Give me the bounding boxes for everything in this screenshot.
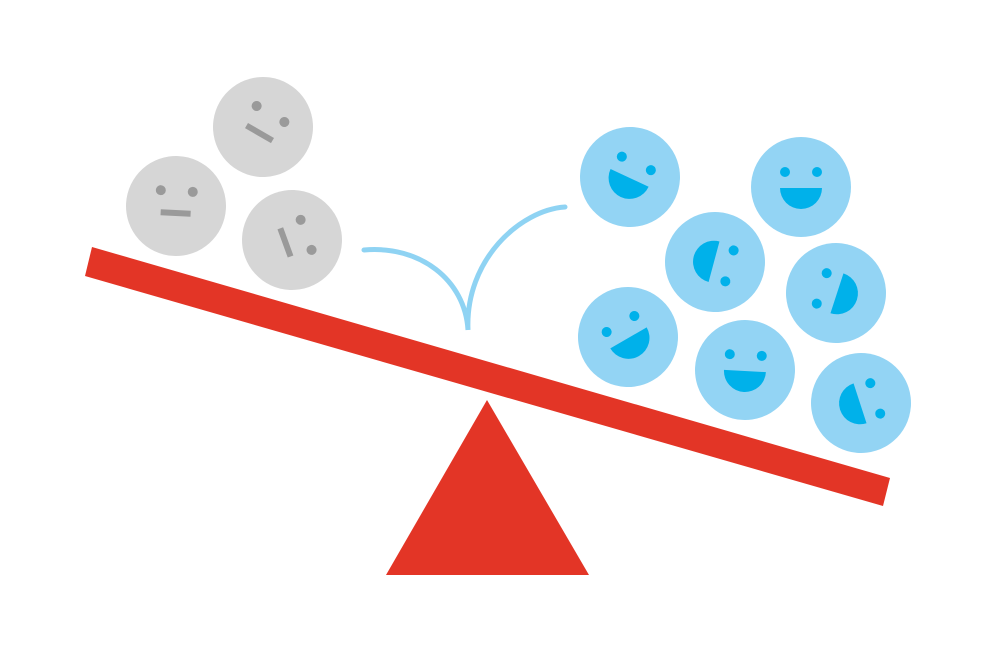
happy-face <box>692 317 798 423</box>
happy-face <box>751 137 851 237</box>
neutral-face <box>123 153 229 259</box>
neutral-face <box>194 58 332 196</box>
jump-arc <box>361 204 568 331</box>
happy-face <box>772 229 900 357</box>
neutral-face <box>227 175 357 305</box>
happy-face <box>797 339 925 467</box>
happy-face <box>563 110 697 244</box>
seesaw-beam <box>85 247 890 506</box>
happy-face <box>653 200 777 324</box>
seesaw-fulcrum <box>386 400 589 575</box>
